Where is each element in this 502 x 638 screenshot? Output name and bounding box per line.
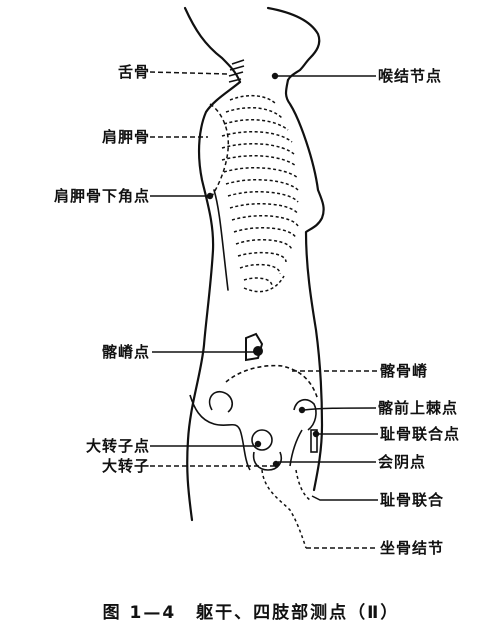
pelvis: [189, 364, 319, 471]
head-outline: [183, 6, 242, 84]
label-scapula-angle: 肩胛骨下角点: [53, 187, 150, 205]
cervical-vertebrae: [228, 59, 245, 83]
anatomy-figure: [149, 6, 378, 549]
label-trochanter-point: 大转子点: [85, 437, 150, 455]
figure-title: 躯干、四肢部测点（Ⅱ）: [196, 603, 400, 623]
label-symphysis-point: 耻骨联合点: [380, 425, 461, 443]
measurement-points: [206, 72, 320, 468]
label-laryngeal: 喉结节点: [378, 67, 443, 85]
pelvis-dashed: [261, 469, 311, 549]
label-scapula: 肩胛骨: [101, 128, 150, 146]
iliac-crest-marker: [245, 332, 264, 362]
figure-caption: 图 1—4 躯干、四肢部测点（Ⅱ）: [0, 602, 502, 624]
label-trochanter: 大转子: [101, 457, 150, 475]
leader-lines: [149, 71, 378, 549]
scapula-shape: [209, 103, 230, 197]
label-perineum: 会阴点: [378, 453, 427, 471]
label-hyoid: 舌骨: [117, 63, 150, 81]
label-asis: 髂前上棘点: [378, 399, 459, 417]
rib-cage: [221, 94, 299, 293]
label-symphysis: 耻骨联合: [380, 491, 445, 509]
label-ischial: 坐骨结节: [380, 539, 445, 557]
arm-line: [213, 189, 229, 291]
label-iliac-crest-point: 髂嵴点: [101, 343, 150, 361]
front-outline: [284, 78, 325, 492]
figure-number: 图 1—4: [102, 603, 177, 623]
back-outline: [186, 80, 242, 522]
face-profile: [266, 6, 321, 82]
label-iliac-crest: 髂骨嵴: [380, 362, 429, 380]
